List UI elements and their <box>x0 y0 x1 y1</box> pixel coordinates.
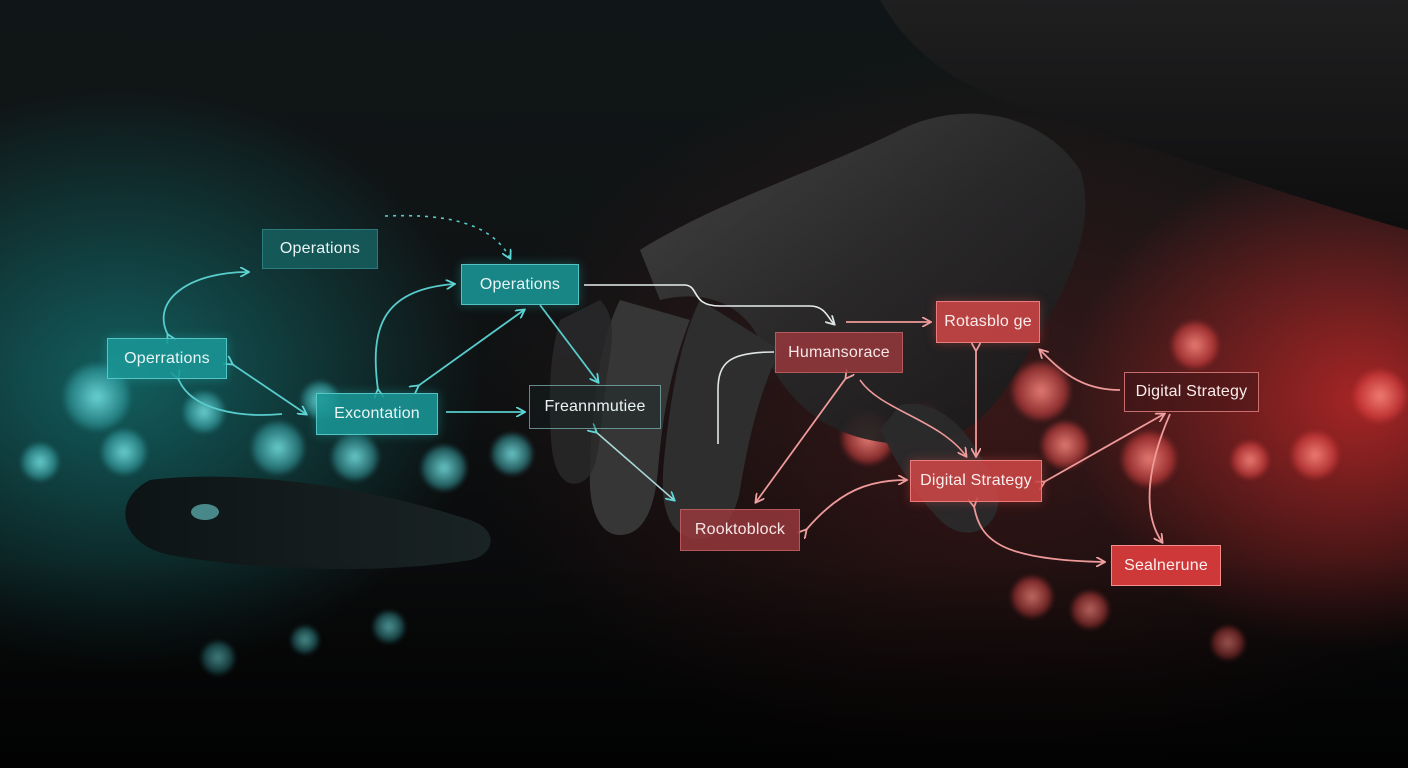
connector <box>384 214 510 258</box>
connector <box>717 351 775 444</box>
node-label: Operrations <box>124 349 210 367</box>
node-label: Freannmutiee <box>544 398 646 415</box>
connector <box>859 379 966 456</box>
connector <box>584 284 834 324</box>
connector <box>756 378 846 502</box>
connector <box>418 310 524 386</box>
node-rotation-block: Rotasblo ge <box>936 301 1040 343</box>
bokeh-light <box>330 432 380 482</box>
bokeh-light <box>1352 368 1408 424</box>
connector <box>806 480 906 530</box>
connector <box>178 378 283 416</box>
bokeh-light <box>100 428 148 476</box>
node-seal-rune: Sealnerune <box>1111 545 1221 586</box>
bokeh-light <box>250 420 306 476</box>
connector <box>232 364 306 414</box>
node-framework: Freannmutiee <box>529 385 661 429</box>
bokeh-light <box>1290 430 1340 480</box>
node-label: Operations <box>479 275 561 293</box>
node-label: Operations <box>279 240 361 257</box>
connector <box>974 506 1104 562</box>
bokeh-light <box>490 432 534 476</box>
node-digital-strategy-right: Digital Strategy <box>1124 372 1259 412</box>
connector <box>1040 350 1121 391</box>
bokeh-light <box>182 390 226 434</box>
bokeh-light <box>1170 320 1220 370</box>
node-label: Rooktoblock <box>694 521 786 538</box>
node-label: Digital Strategy <box>1135 383 1248 400</box>
connector <box>596 432 674 500</box>
node-human-resource: Humansorace <box>775 332 903 373</box>
connector <box>1044 414 1164 482</box>
node-operations-left: Operrations <box>107 338 227 379</box>
node-operations-center: Operations <box>461 264 579 305</box>
node-execution: Excontation <box>316 393 438 435</box>
node-label: Rotasblo ge <box>944 313 1032 330</box>
connector <box>1148 413 1171 542</box>
node-label: Humansorace <box>788 343 890 361</box>
node-label: Sealnerune <box>1124 556 1208 574</box>
bokeh-light <box>20 442 60 482</box>
node-label: Excontation <box>334 405 420 422</box>
connector <box>539 304 598 382</box>
node-label: Digital Strategy <box>920 472 1032 489</box>
node-digital-strategy-center: Digital Strategy <box>910 460 1042 502</box>
bokeh-light <box>1230 440 1270 480</box>
node-operations-top: Operations <box>262 229 378 269</box>
connector <box>162 272 248 335</box>
connector <box>376 284 454 390</box>
node-roadblock: Rooktoblock <box>680 509 800 551</box>
